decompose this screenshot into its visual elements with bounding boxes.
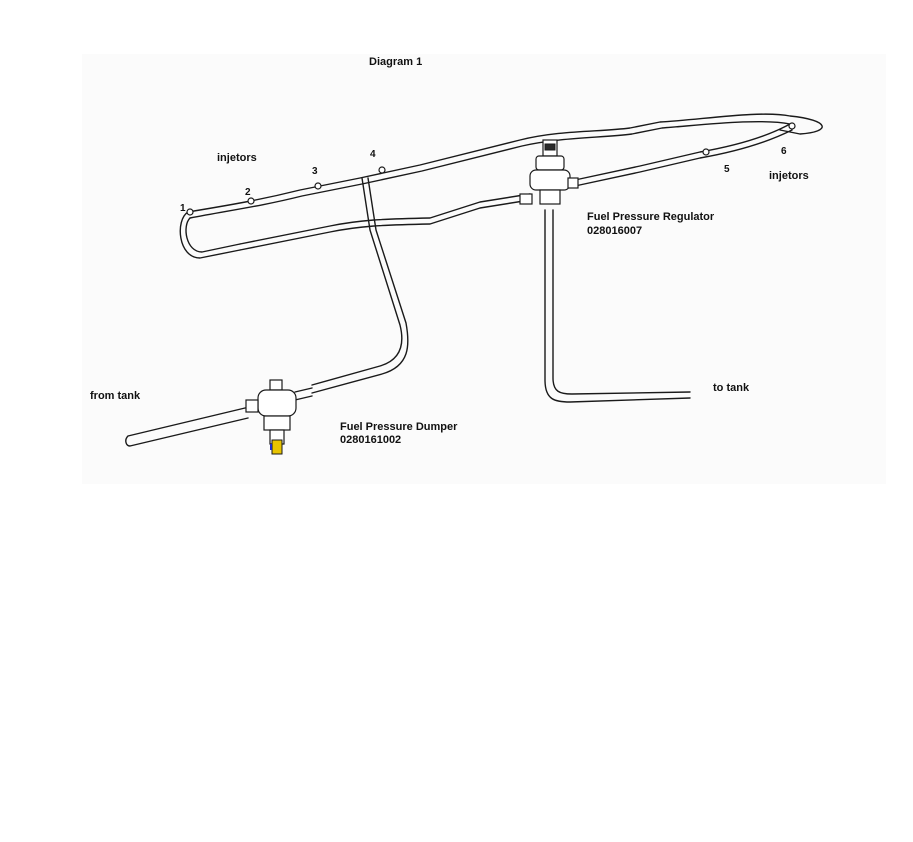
damper-to-feed-hose — [294, 387, 313, 401]
left-return-bend-outer — [185, 217, 241, 253]
regulator-name-label: Fuel Pressure Regulator — [587, 211, 715, 223]
injector-number-4: 4 — [370, 149, 376, 160]
diagram-background — [82, 54, 886, 484]
right-fuel-rail-outer — [574, 129, 793, 187]
injectors-right-label: injetors — [769, 170, 809, 182]
upper-fuel-rail-outer — [189, 120, 791, 219]
diagram-title: Diagram 1 — [369, 56, 423, 68]
to-tank-label: to tank — [713, 382, 750, 394]
injector-number-1: 1 — [180, 203, 186, 214]
damper-part-number: 0280161002 — [340, 434, 402, 446]
injector-4-nub — [378, 166, 386, 174]
from-tank-label: from tank — [90, 390, 141, 402]
injector-number-2: 2 — [245, 187, 251, 198]
return-line-outer — [552, 209, 691, 395]
upper-fuel-rail — [187, 113, 823, 213]
fuel-pressure-regulator-body — [519, 139, 579, 205]
injectors-left-label: injetors — [217, 152, 257, 164]
damper-banjo-bolt — [271, 439, 283, 455]
injector-number-3: 3 — [312, 166, 318, 177]
injector-1-nub — [186, 208, 194, 216]
from-tank-hose — [125, 407, 249, 447]
feed-line-outer — [311, 177, 409, 394]
lower-fuel-rail — [239, 199, 531, 251]
return-line — [544, 209, 691, 403]
regulator-part-number: 028016007 — [587, 225, 643, 237]
lower-fuel-rail-outer — [239, 193, 531, 245]
injector-3-nub — [314, 182, 322, 190]
damper-name-label: Fuel Pressure Dumper — [340, 421, 458, 433]
feed-line — [311, 177, 403, 386]
fuel-pressure-damper-body — [245, 379, 297, 455]
injector-6-nub — [788, 122, 796, 130]
injector-5-nub — [702, 148, 710, 156]
injector-number-5: 5 — [724, 164, 730, 175]
injector-number-6: 6 — [781, 146, 787, 157]
injector-2-nub — [247, 197, 255, 205]
left-return-bend — [179, 211, 241, 259]
right-fuel-rail — [574, 123, 791, 181]
